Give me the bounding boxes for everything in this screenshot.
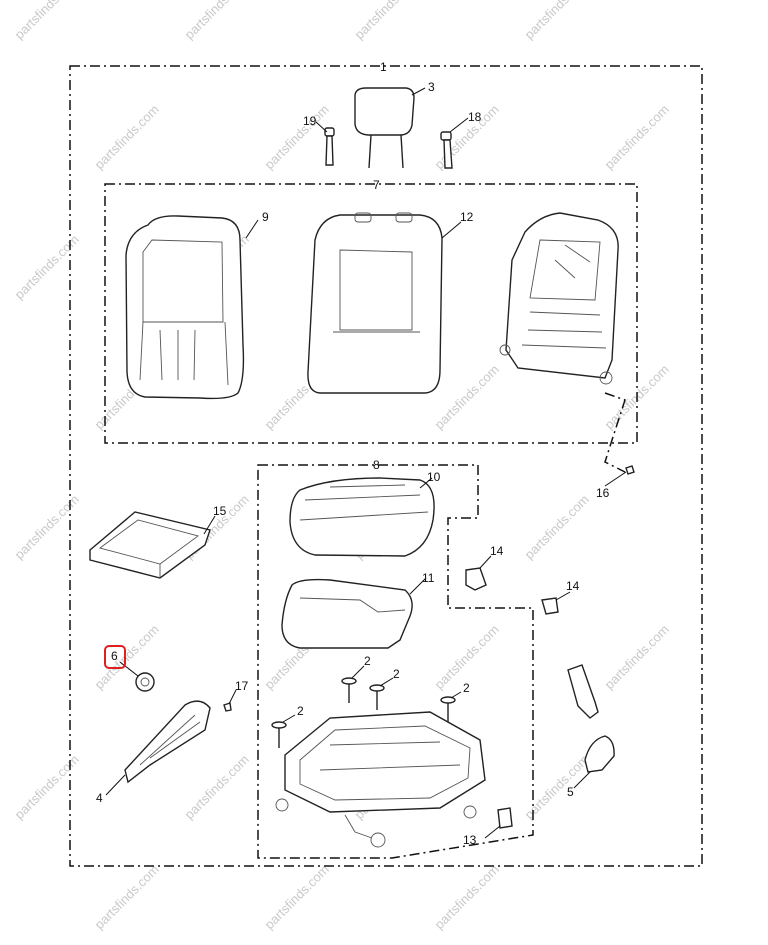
seat-back-group-boundary-7 [104,183,638,444]
frame-link-line [604,392,626,473]
watermark-text: partsfinds.com [182,752,252,822]
callout-2a: 2 [364,654,371,668]
watermark-text: partsfinds.com [432,862,502,932]
clip-14-b [541,597,559,615]
seat-back-frame [499,212,619,385]
watermark-text: partsfinds.com [522,752,592,822]
callout-3: 3 [428,80,435,94]
clip-17 [223,702,232,712]
watermark-text: partsfinds.com [602,622,672,692]
callout-1: 1 [380,60,387,74]
headrest-part [354,87,415,169]
callout-2d: 2 [297,704,304,718]
clip-13 [497,807,513,829]
bolt-2-b [369,684,385,710]
callout-14b: 14 [566,579,580,593]
callout-15: 15 [213,504,227,518]
cushion-frame-adjuster [275,711,486,848]
watermark-text: partsfinds.com [92,862,162,932]
watermark-text: partsfinds.com [522,492,592,562]
watermark-text: partsfinds.com [182,0,252,42]
callout-13: 13 [463,833,477,847]
callout-9: 9 [262,210,269,224]
watermark-text: partsfinds.com [12,0,82,42]
bolt-2-d [271,721,287,748]
cushion-pan-15 [89,511,211,579]
callout-7: 7 [373,178,380,192]
callout-16: 16 [596,486,610,500]
assembly-boundary-1 [69,65,703,867]
callout-2c: 2 [463,681,470,695]
watermark-text: partsfinds.com [12,232,82,302]
callout-6: 6 [111,649,118,663]
callout-18: 18 [468,110,482,124]
callout-12: 12 [460,210,474,224]
watermark-text: partsfinds.com [262,102,332,172]
callout-11: 11 [422,571,435,585]
callout-8: 8 [373,458,380,472]
watermark-text: partsfinds.com [262,862,332,932]
bolt-2-c [440,696,456,722]
clip-16 [625,465,635,475]
highlight-callout-6 [104,645,126,669]
headrest-guide-18 [440,131,453,169]
callout-5: 5 [567,785,574,799]
bolt-2-a [341,677,357,703]
watermark-text: partsfinds.com [92,102,162,172]
watermark-text: partsfinds.com [602,102,672,172]
clip-14-a [465,567,487,591]
callout-labels: 1 3 19 18 7 9 12 8 10 16 15 14 11 14 6 2… [96,60,610,847]
headrest-guide-19 [324,127,335,166]
cushion-cover-10 [289,477,435,557]
watermark-text: partsfinds.com [12,752,82,822]
seat-back-pad-12 [307,212,443,394]
recliner-knob-6[interactable] [135,672,155,692]
callout-17: 17 [235,679,249,693]
watermark-text: partsfinds.com [12,492,82,562]
leader-lines [105,87,627,839]
callout-2b: 2 [393,667,400,681]
callout-14a: 14 [490,544,504,558]
watermark-text: partsfinds.com [352,0,422,42]
callout-4: 4 [96,791,103,805]
watermark-text: partsfinds.com [522,0,592,42]
callout-10: 10 [427,470,441,484]
seat-back-cover-9 [125,215,245,400]
callout-19: 19 [303,114,317,128]
seat-belt-buckle [567,664,599,719]
watermark-text: partsfinds.com [432,362,502,432]
side-shield-4 [124,700,211,784]
cushion-pad-11 [281,578,413,649]
cushion-group-boundary-8 [257,464,534,859]
trim-cover-5 [584,735,615,773]
